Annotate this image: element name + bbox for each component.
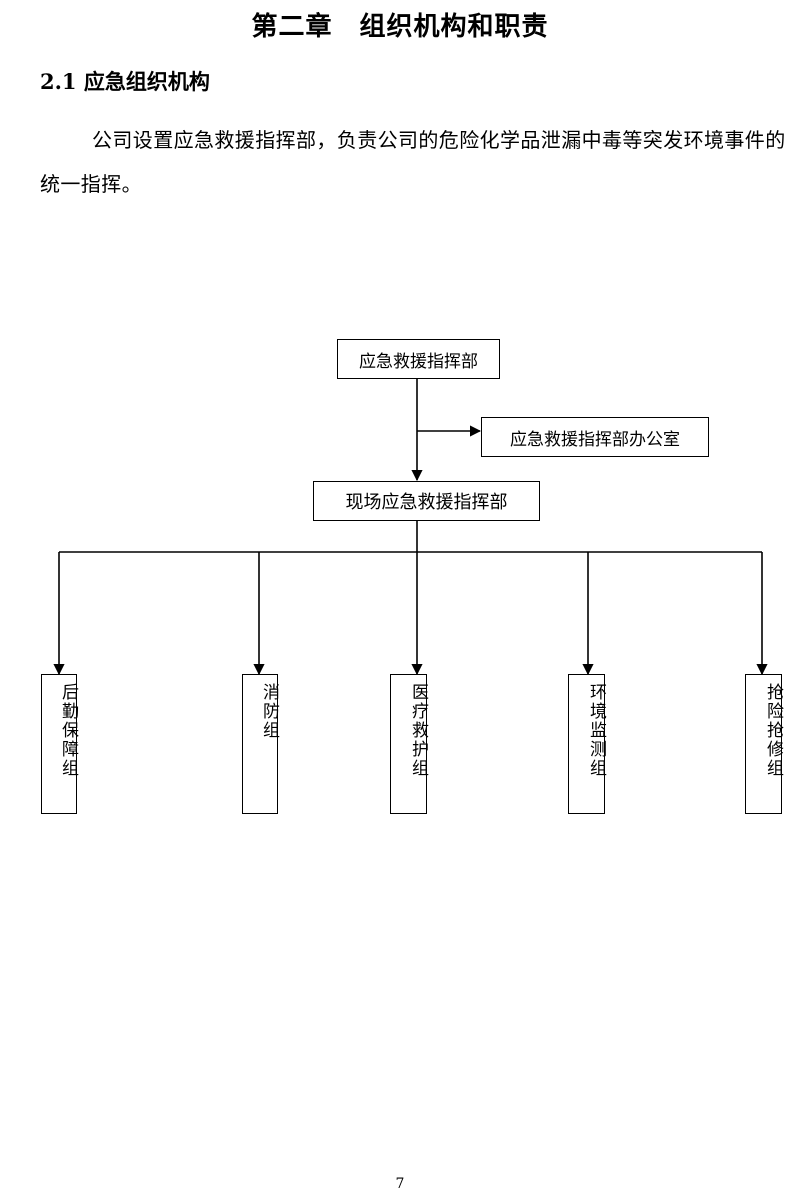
node-group-repair: 抢险抢修组 <box>745 674 783 814</box>
node-group-environment: 环境监测组 <box>568 674 606 814</box>
chapter-title: 第二章 组织机构和职责 <box>251 12 549 42</box>
node-group-fire: 消防组 <box>242 674 279 814</box>
page-number: 7 <box>395 1176 405 1192</box>
node-office: 应急救援指挥部办公室 <box>481 417 709 457</box>
node-headquarters: 应急救援指挥部 <box>337 339 500 379</box>
intro-paragraph: 公司设置应急救援指挥部，负责公司的危险化学品泄漏中毒等突发环境事件的统一指挥。 <box>40 128 786 196</box>
node-group-logistics: 后勤保障组 <box>41 674 78 814</box>
node-group-medical: 医疗救护组 <box>390 674 428 814</box>
section-title: 2.1 应急组织机构 <box>40 69 210 94</box>
node-field-command: 现场应急救援指挥部 <box>313 481 540 521</box>
